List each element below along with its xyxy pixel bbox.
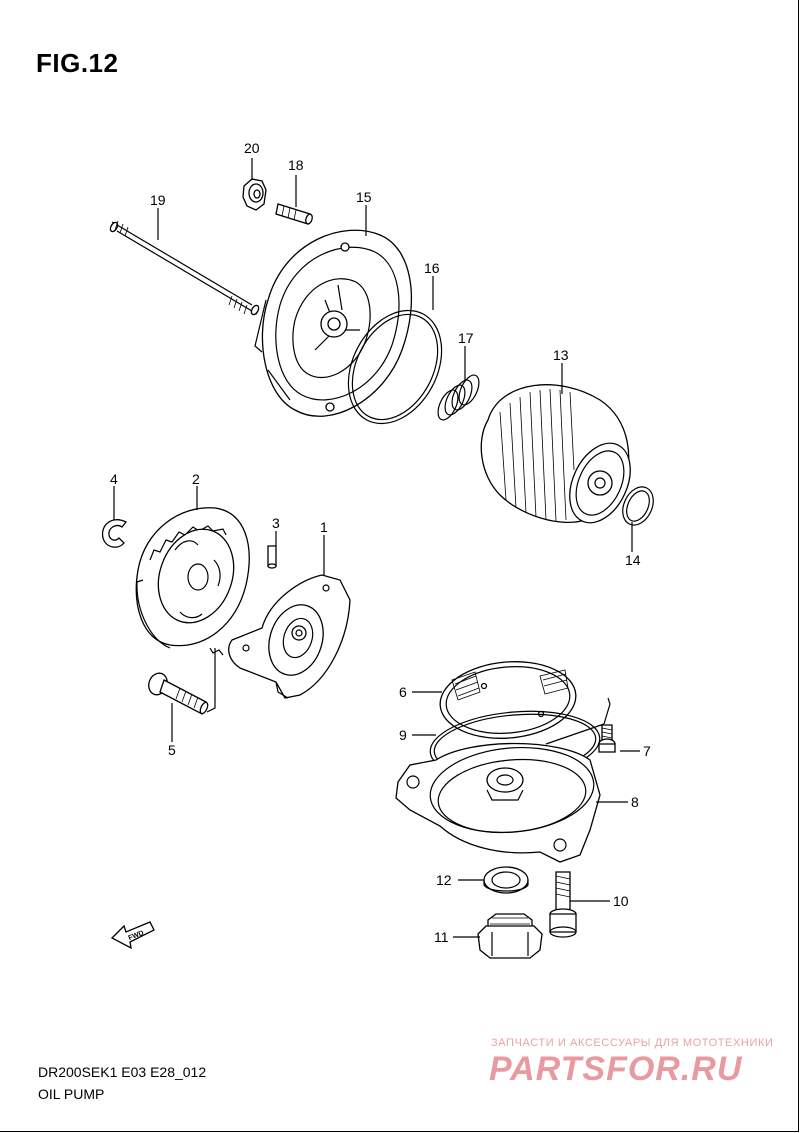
- part-2-driven-gear[interactable]: [135, 507, 250, 656]
- callout-1: 1: [320, 519, 328, 535]
- part-17-spring[interactable]: [434, 372, 483, 423]
- part-1-oil-pump[interactable]: [228, 574, 351, 699]
- watermark-logo: PARTSFOR.RU: [489, 1050, 743, 1088]
- part-16-o-ring[interactable]: [330, 294, 461, 439]
- callout-19: 19: [150, 192, 166, 208]
- callout-4: 4: [110, 471, 118, 487]
- part-15-filter-cap[interactable]: [254, 229, 413, 417]
- part-7-bolt[interactable]: [598, 724, 616, 753]
- part-12-washer[interactable]: [483, 866, 529, 894]
- part-3-pin[interactable]: [267, 545, 277, 569]
- callout-2: 2: [192, 471, 200, 487]
- part-13-oil-filter[interactable]: [480, 384, 642, 533]
- part-5-bolt[interactable]: [146, 671, 209, 715]
- part-11-drain-plug[interactable]: [477, 913, 543, 959]
- part-8-sump-cover[interactable]: [395, 741, 601, 863]
- callout-5: 5: [168, 742, 176, 758]
- callout-10: 10: [613, 893, 629, 909]
- callout-11: 11: [434, 929, 449, 945]
- watermark-tagline: ЗАПЧАСТИ И АКСЕССУАРЫ ДЛЯ МОТОТЕХНИКИ: [491, 1037, 774, 1049]
- part-4-circlip[interactable]: [101, 519, 128, 548]
- callout-labels: 20 18 19 15 16 17 13 14 4 2 3 1 5 6 9 7 …: [110, 140, 651, 945]
- callout-14: 14: [625, 552, 641, 568]
- callout-20: 20: [244, 140, 260, 156]
- callout-7: 7: [643, 743, 651, 759]
- part-14-o-ring[interactable]: [617, 482, 659, 530]
- callout-8: 8: [631, 794, 639, 810]
- callout-18: 18: [288, 157, 304, 173]
- callout-9: 9: [399, 727, 407, 743]
- callout-15: 15: [356, 189, 372, 205]
- callout-12: 12: [436, 872, 452, 888]
- part-20-nut[interactable]: [242, 178, 267, 211]
- part-7-indicator-line: [545, 697, 611, 745]
- figure-title: FIG.12: [36, 48, 119, 78]
- part-6-strainer[interactable]: [437, 656, 579, 744]
- part-19-stud-bolt[interactable]: [109, 220, 260, 316]
- callout-3: 3: [272, 515, 280, 531]
- callout-13: 13: [553, 347, 569, 363]
- callout-6: 6: [399, 684, 407, 700]
- fwd-arrow-icon: FWD: [110, 921, 155, 950]
- figure-code: DR200SEK1 E03 E28_012: [38, 1064, 207, 1080]
- figure-name: OIL PUMP: [38, 1086, 105, 1102]
- leader-lines: [113, 158, 640, 938]
- callout-17: 17: [458, 330, 474, 346]
- callout-16: 16: [424, 260, 440, 276]
- part-10-bolt[interactable]: [549, 871, 577, 938]
- part-18-dowel-pin[interactable]: [275, 203, 313, 225]
